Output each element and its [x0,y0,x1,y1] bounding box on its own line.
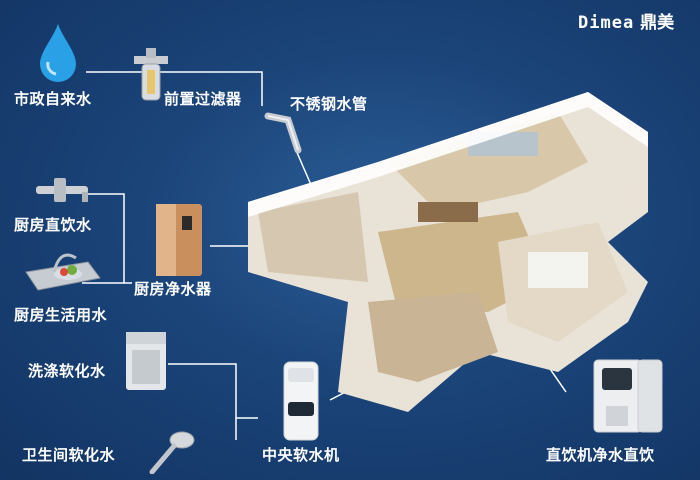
label-pre-filter: 前置过滤器 [164,90,242,108]
line-kitchen-branch [82,193,132,284]
house-floorplan-image [248,92,648,412]
water-drop-icon [40,24,76,82]
line-drinker-to-house [547,365,567,393]
shower-icon [149,431,195,474]
label-kitchen-purifier: 厨房净水器 [134,280,212,298]
label-laundry-softener: 洗涤软化水 [28,362,106,380]
line-laundry [168,363,258,419]
label-direct-drink-purifier: 直饮机净水直饮 [546,446,655,464]
label-bathroom-softener: 卫生间软化水 [22,446,116,464]
label-central-softener: 中央软水机 [262,446,340,464]
washing-machine-icon [126,332,166,390]
label-stainless-pipe: 不锈钢水管 [290,95,368,113]
brand-name-cn: 鼎美 [640,13,675,33]
stainless-pipe-icon [264,112,302,154]
label-kitchen-domestic: 厨房生活用水 [14,306,108,324]
brand-logo: Dimea 鼎美 [578,8,674,33]
label-kitchen-direct-drink: 厨房直饮水 [14,216,92,234]
kitchen-purifier-icon [156,204,202,276]
drinking-machine-icon [593,359,663,433]
brand-name-en: Dimea [578,13,635,33]
sink-icon [25,253,101,291]
faucet-icon [36,178,88,202]
pre-filter-icon [134,48,168,101]
central-softener-icon [283,361,319,441]
label-municipal-water: 市政自来水 [14,90,92,108]
